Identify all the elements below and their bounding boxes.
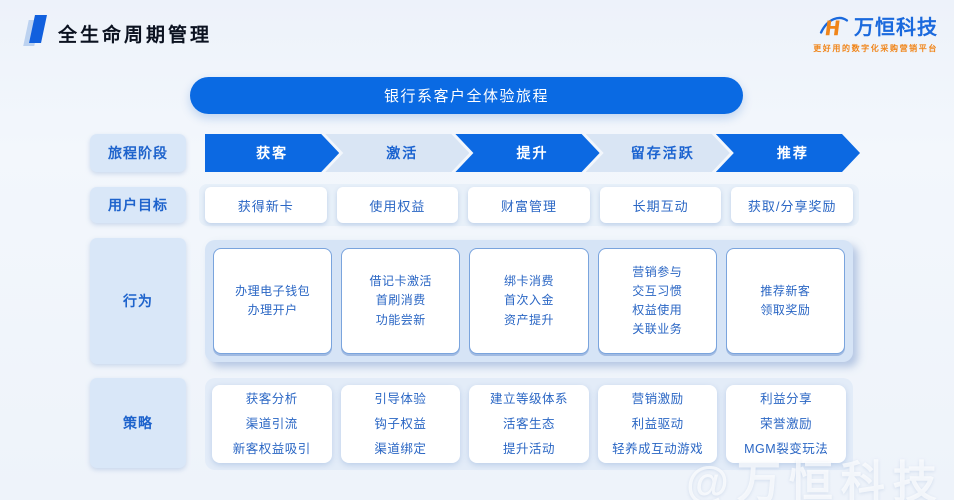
behavior-card: 借记卡激活 首刷消费 功能尝新 bbox=[341, 248, 461, 354]
behavior-line: 领取奖励 bbox=[760, 303, 811, 317]
behavior-line: 绑卡消费 bbox=[504, 274, 555, 289]
journey-banner: 银行系客户全体验旅程 bbox=[190, 77, 743, 114]
strategy-line: 钩子权益 bbox=[374, 416, 427, 431]
behavior-line: 关联业务 bbox=[632, 322, 683, 337]
behaviors-panel: 办理电子钱包 办理开户 借记卡激活 首刷消费 功能尝新 绑卡消费 首次入金 资产… bbox=[205, 240, 853, 362]
strategies-panel: 获客分析 渠道引流 新客权益吸引 引导体验 钩子权益 渠道绑定 建立等级体系 活… bbox=[205, 378, 853, 470]
brand-tagline: 更好用的数字化采购营销平台 bbox=[813, 44, 938, 53]
behavior-line: 交互习惯 bbox=[632, 283, 683, 298]
behavior-line: 资产提升 bbox=[504, 312, 555, 327]
title-accent-bar-icon bbox=[23, 15, 47, 46]
strategy-line: MGM裂变玩法 bbox=[744, 441, 829, 456]
behavior-line: 推荐新客 bbox=[760, 283, 811, 298]
strategy-line: 利益分享 bbox=[760, 391, 813, 406]
strategy-line: 利益驱动 bbox=[631, 416, 684, 431]
strategy-line: 荣誉激励 bbox=[760, 416, 813, 431]
strategy-line: 引导体验 bbox=[374, 391, 427, 406]
stage-arrow-row: 获客 激活 提升 留存活跃 推荐 bbox=[205, 134, 860, 172]
row-label-journey-stages: 旅程阶段 bbox=[90, 134, 186, 172]
strategy-line: 渠道引流 bbox=[245, 416, 298, 431]
behavior-line: 借记卡激活 bbox=[369, 274, 433, 289]
strategy-card: 引导体验 钩子权益 渠道绑定 bbox=[340, 385, 461, 463]
stage-arrow-acquire: 获客 bbox=[205, 134, 339, 172]
behavior-line: 营销参与 bbox=[632, 264, 683, 279]
row-label-behaviors: 行为 bbox=[90, 238, 186, 364]
goal-box: 长期互动 bbox=[599, 187, 722, 223]
strategy-line: 新客权益吸引 bbox=[232, 441, 311, 456]
row-label-strategies: 策略 bbox=[90, 378, 186, 468]
goal-box: 财富管理 bbox=[468, 187, 590, 223]
stage-arrow-activate: 激活 bbox=[325, 134, 469, 172]
behavior-line: 办理开户 bbox=[247, 303, 298, 317]
row-label-user-goals: 用户目标 bbox=[90, 187, 186, 223]
stage-arrow-retain: 留存活跃 bbox=[586, 134, 730, 172]
page-title: 全生命周期管理 bbox=[58, 25, 213, 46]
behavior-card: 办理电子钱包 办理开户 bbox=[213, 248, 333, 354]
strategy-line: 提升活动 bbox=[502, 441, 555, 456]
strategy-card: 建立等级体系 活客生态 提升活动 bbox=[469, 385, 589, 463]
brand-name: 万恒科技 bbox=[854, 17, 938, 39]
behavior-line: 首次入金 bbox=[504, 293, 555, 308]
goal-box: 使用权益 bbox=[336, 187, 459, 223]
strategy-line: 建立等级体系 bbox=[489, 391, 568, 406]
user-goals-row: 获得新卡 使用权益 财富管理 长期互动 获取/分享奖励 bbox=[205, 187, 853, 223]
behavior-line: 功能尝新 bbox=[375, 312, 426, 327]
behavior-line: 权益使用 bbox=[632, 303, 683, 317]
stage-arrow-recommend: 推荐 bbox=[716, 134, 860, 172]
goal-box: 获取/分享奖励 bbox=[731, 187, 853, 223]
behavior-card: 推荐新客 领取奖励 bbox=[725, 248, 846, 354]
behavior-card: 绑卡消费 首次入金 资产提升 bbox=[469, 248, 589, 354]
strategy-line: 轻养成互动游戏 bbox=[612, 441, 704, 456]
strategy-card: 营销激励 利益驱动 轻养成互动游戏 bbox=[597, 385, 718, 463]
strategy-card: 利益分享 荣誉激励 MGM裂变玩法 bbox=[726, 385, 846, 463]
brand-h-swoosh-icon bbox=[819, 16, 849, 35]
behavior-card: 营销参与 交互习惯 权益使用 关联业务 bbox=[597, 248, 717, 354]
strategy-line: 渠道绑定 bbox=[374, 441, 427, 456]
goal-box: 获得新卡 bbox=[205, 187, 327, 223]
strategy-line: 活客生态 bbox=[502, 416, 555, 431]
brand-logo-block: 万恒科技 更好用的数字化采购营销平台 bbox=[813, 11, 938, 54]
strategy-line: 获客分析 bbox=[245, 391, 298, 406]
behavior-line: 首刷消费 bbox=[375, 293, 426, 308]
stage-arrow-improve: 提升 bbox=[455, 134, 599, 172]
strategy-line: 营销激励 bbox=[631, 391, 684, 406]
behavior-line: 办理电子钱包 bbox=[235, 283, 311, 298]
strategy-card: 获客分析 渠道引流 新客权益吸引 bbox=[212, 385, 332, 463]
